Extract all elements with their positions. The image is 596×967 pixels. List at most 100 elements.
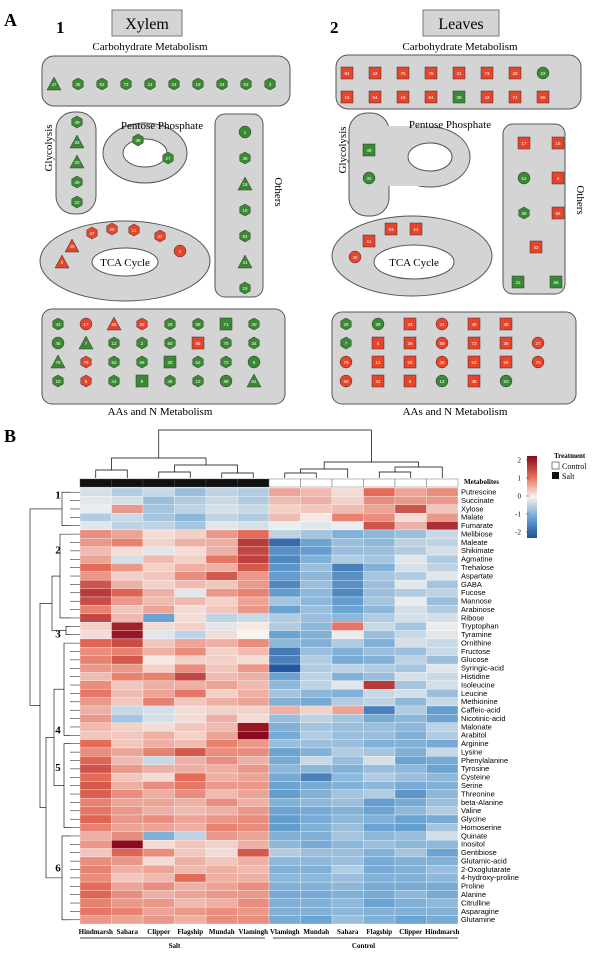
heatmap-cell	[111, 705, 144, 715]
node-square	[371, 336, 385, 350]
heatmap-cell	[331, 881, 364, 891]
heatmap-cell	[394, 647, 427, 656]
metabolite-node: 20	[508, 66, 522, 80]
salt-group-label: Salt	[169, 942, 181, 950]
heatmap-cell	[237, 781, 270, 790]
heatmap-cell	[331, 865, 364, 874]
heatmap-cell	[268, 504, 301, 514]
metabolite-node: 7	[340, 336, 352, 350]
heatmap-cell	[79, 496, 112, 505]
heatmap-cell	[331, 613, 364, 623]
node-hexagon	[52, 317, 64, 331]
heatmap-cell	[268, 840, 301, 849]
heatmap-cell	[79, 814, 112, 824]
heatmap-cell	[205, 731, 238, 740]
node-circle	[435, 336, 449, 350]
heatmap-cell	[268, 697, 301, 707]
heatmap-cell	[142, 538, 175, 547]
heatmap-cell	[331, 538, 364, 547]
node-hexagon	[71, 195, 83, 209]
row-dendrogram	[29, 491, 80, 921]
metabolite-node: 26	[136, 317, 148, 331]
node-hexagon	[96, 77, 108, 91]
dendrogram-branch	[158, 429, 372, 462]
heatmap-cell	[331, 554, 364, 564]
metabolite-node: 31	[371, 374, 385, 388]
heatmap-cell	[237, 672, 270, 681]
heatmap-cell	[426, 705, 459, 715]
heatmap-cell	[331, 731, 364, 740]
node-label: 49	[74, 120, 80, 125]
heatmap-cell	[142, 798, 175, 807]
node-label: 53	[243, 82, 249, 87]
heatmap-cell	[363, 831, 396, 841]
heatmap-cell	[268, 605, 301, 614]
heatmap-cell	[300, 840, 333, 849]
heatmap-cell	[79, 798, 112, 807]
heatmap-cell	[331, 915, 364, 925]
row-label: Lysine	[461, 747, 482, 756]
heatmap-cell	[268, 865, 301, 874]
heatmap-cell	[331, 705, 364, 715]
node-hexagon	[239, 151, 251, 165]
row-label: Leucine	[461, 689, 487, 698]
heatmap-cell	[426, 680, 459, 690]
treatment-cell	[205, 478, 238, 488]
treatment-cell	[268, 478, 301, 488]
heatmap-cell	[394, 504, 427, 514]
heatmap-cell	[363, 655, 396, 665]
heatmap-cell	[237, 814, 270, 824]
xylem-pentose-label: Pentose Phosphate	[121, 120, 203, 132]
heatmap-cell	[111, 806, 144, 816]
node-hexagon	[340, 317, 352, 331]
heatmap-cell	[394, 831, 427, 841]
metabolite-node: 18	[239, 203, 251, 217]
node-square	[403, 355, 417, 369]
heatmap-cell	[426, 840, 459, 849]
heatmap-cell	[205, 580, 238, 589]
metabolite-node: 11	[362, 234, 376, 248]
heatmap-cell	[300, 747, 333, 757]
row-label: Shikimate	[461, 546, 494, 555]
heatmap-cell	[174, 848, 207, 858]
node-square	[452, 90, 466, 104]
row-label: Arabitol	[461, 731, 487, 740]
heatmap-cell	[394, 714, 427, 723]
heatmap-cell	[111, 898, 144, 908]
node-label: 7	[345, 341, 348, 346]
heatmap-cell	[394, 554, 427, 564]
metabolite-node: 34	[216, 77, 228, 91]
heatmap-cell	[363, 663, 396, 673]
heatmap-cell	[268, 529, 301, 539]
heatmap-cell	[142, 655, 175, 665]
heatmap-cell	[142, 915, 175, 925]
heatmap-cell	[205, 789, 238, 799]
metabolite-node: 11	[128, 223, 140, 237]
heatmap-cell	[237, 588, 270, 598]
heatmap-cell	[111, 814, 144, 824]
heatmap-cell	[237, 840, 270, 849]
heatmap-cell	[237, 823, 270, 832]
heatmap-cell	[331, 890, 364, 899]
heatmap-cell	[174, 798, 207, 807]
heatmap-cell	[363, 529, 396, 539]
node-label: 49	[366, 148, 372, 153]
cluster-label: 2	[55, 544, 61, 556]
heatmap-cell	[300, 655, 333, 665]
heatmap-cell	[300, 764, 333, 774]
node-triangle	[46, 76, 62, 91]
heatmap-cell	[394, 890, 427, 899]
heatmap-cell	[79, 731, 112, 740]
xylem-carbohydrate-box	[41, 55, 291, 107]
heatmap-cell	[205, 605, 238, 614]
heatmap-cell	[426, 647, 459, 656]
heatmap-cell	[363, 521, 396, 531]
heatmap-cell	[300, 663, 333, 673]
heatmap-cell	[394, 622, 427, 631]
xylem-tca-hole	[91, 247, 159, 277]
node-triangle	[69, 154, 85, 169]
heatmap-cell	[79, 613, 112, 623]
node-hexagon	[192, 355, 204, 369]
node-label: 18	[242, 208, 248, 213]
